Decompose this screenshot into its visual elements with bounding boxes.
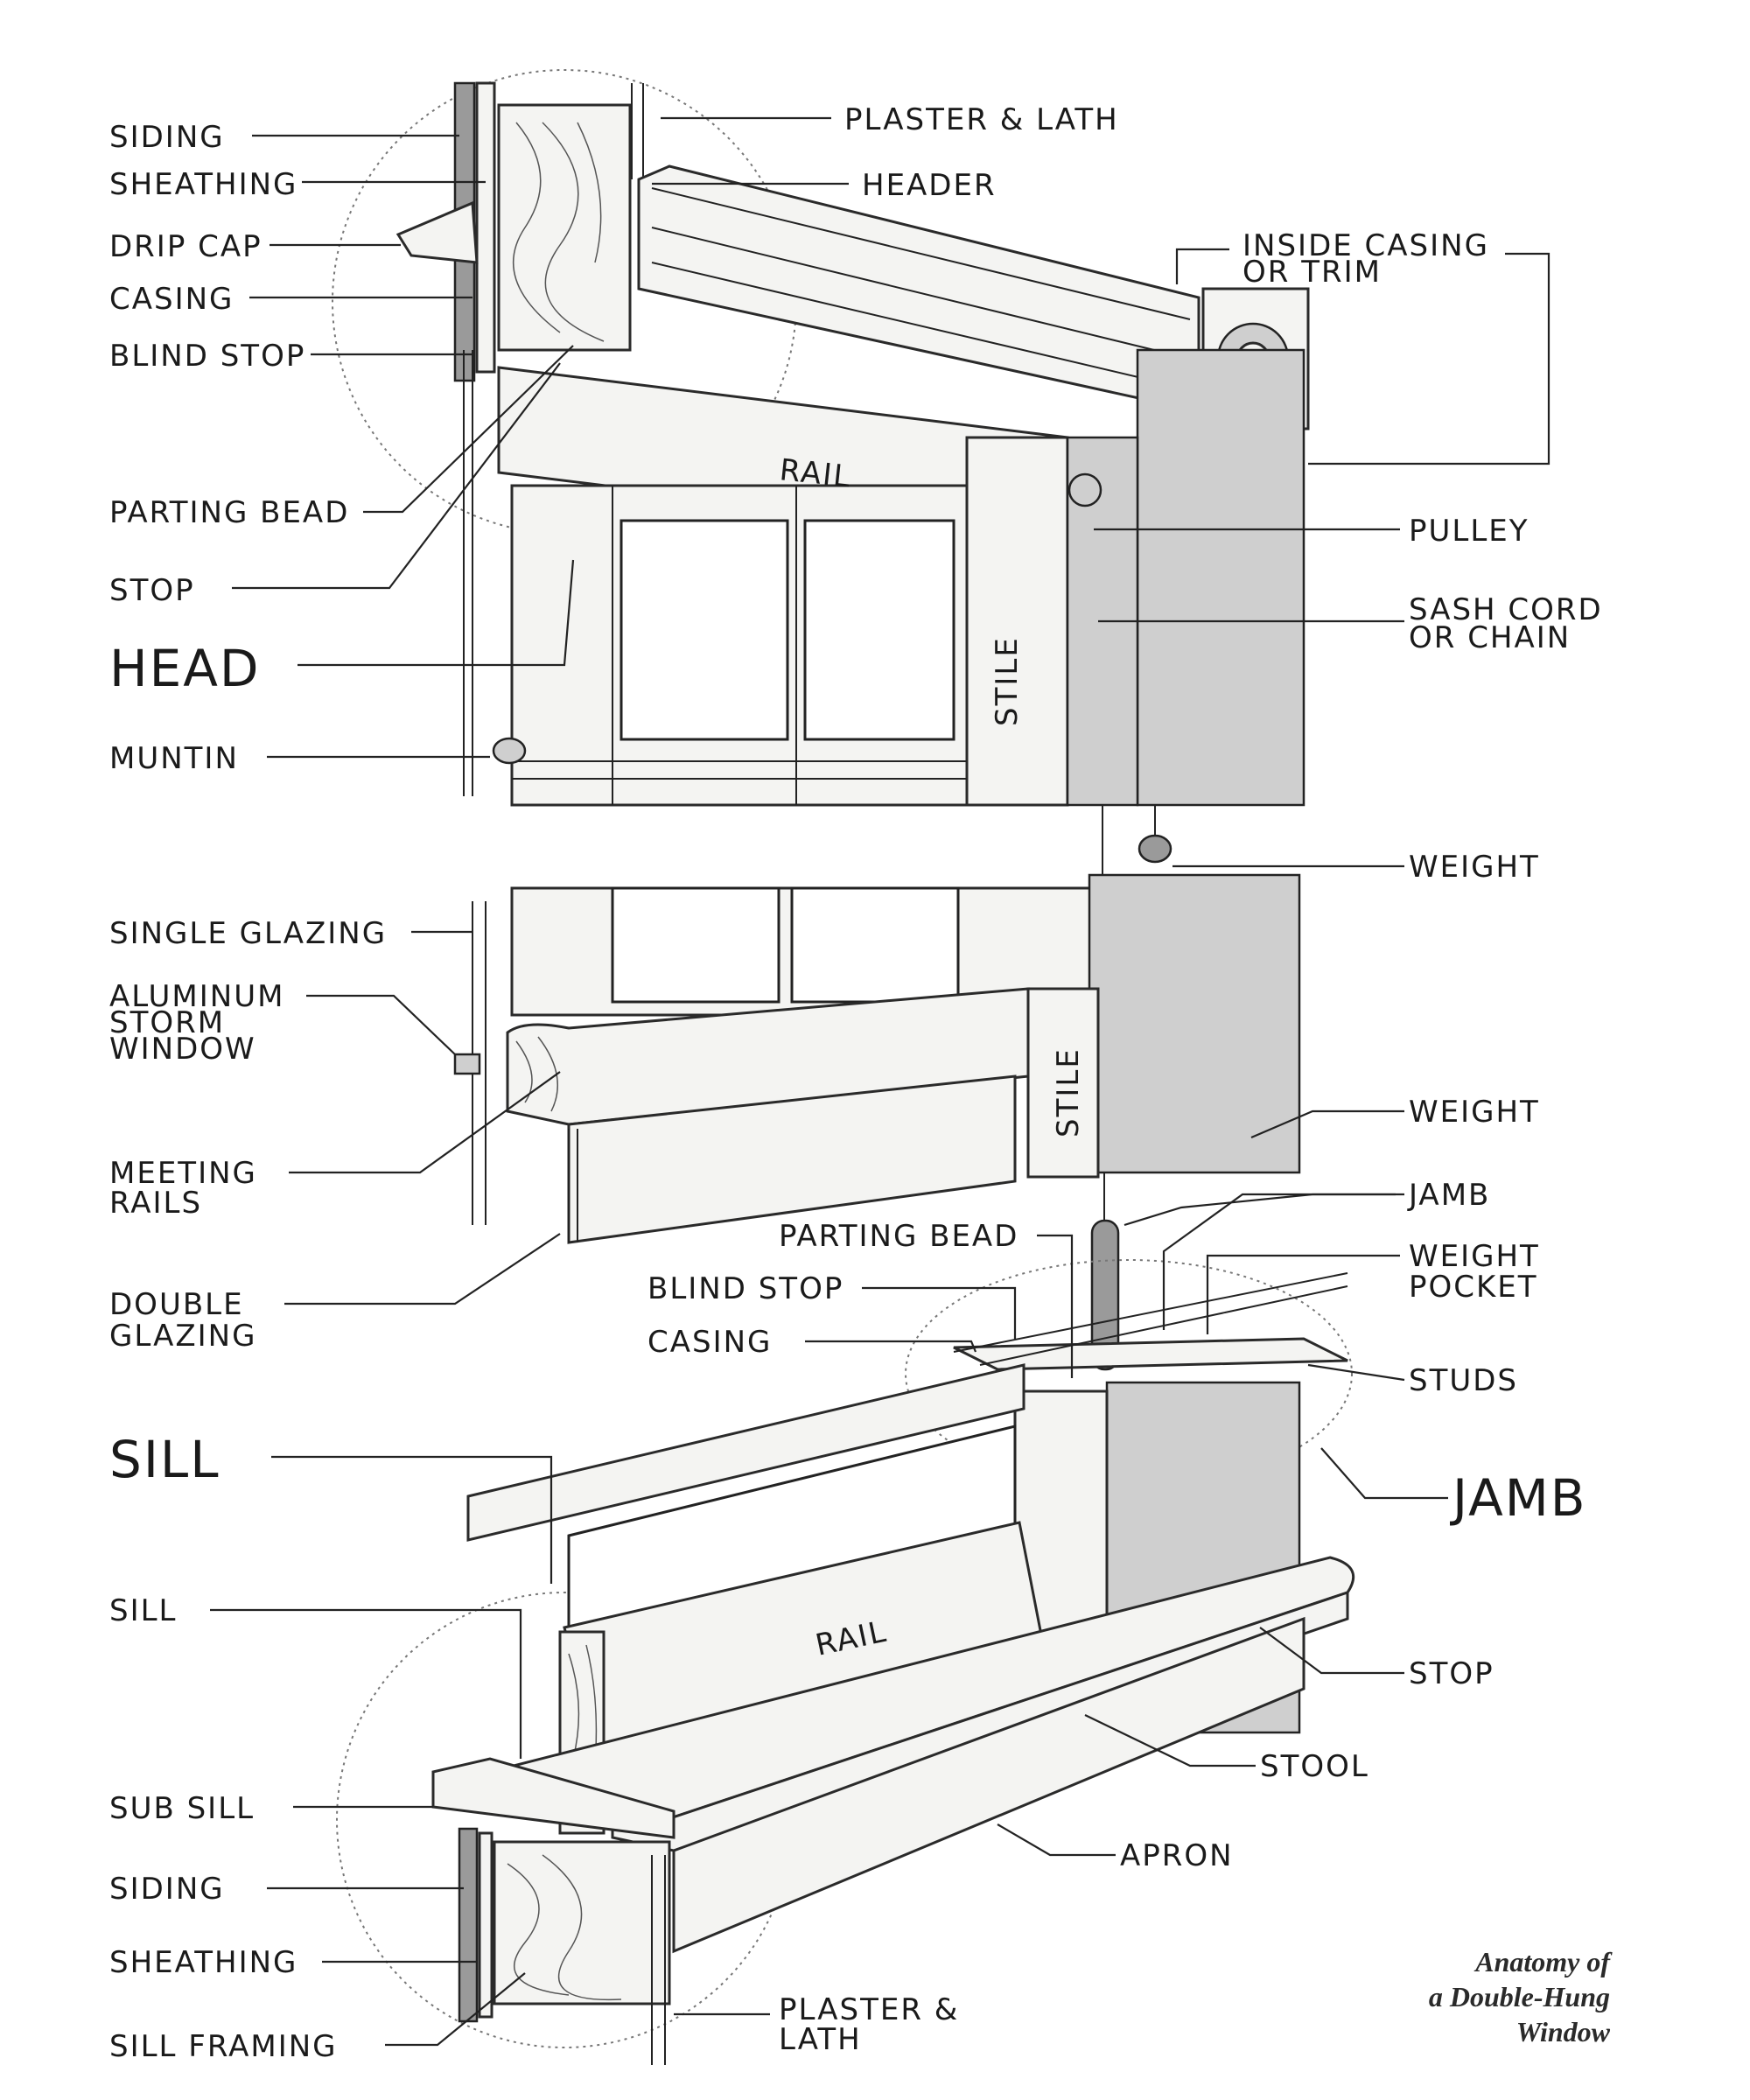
label-head: HEAD	[109, 639, 261, 698]
label-jamb-small: JAMB	[1407, 1178, 1490, 1213]
label-siding-top: SIDING	[109, 120, 225, 155]
sill-section	[336, 1259, 1355, 2065]
label-parting-bead-top: PARTING BEAD	[109, 495, 349, 530]
label-stile-top: STILE	[990, 636, 1025, 726]
label-meeting-1: MEETING	[109, 1156, 257, 1191]
label-casing-mid: CASING	[648, 1325, 772, 1360]
caption-line-3: Window	[1516, 2016, 1611, 2048]
label-drip-cap: DRIP CAP	[109, 229, 262, 264]
label-weight-pocket-1: WEIGHT	[1409, 1239, 1540, 1274]
label-sash-cord-2: OR CHAIN	[1409, 620, 1571, 655]
label-weight-pocket-2: POCKET	[1409, 1270, 1538, 1305]
label-stool: STOOL	[1260, 1749, 1369, 1784]
label-sill-large: SILL	[109, 1430, 220, 1489]
caption-line-1: Anatomy of	[1474, 1946, 1613, 1978]
label-double-2: GLAZING	[109, 1319, 256, 1354]
label-weight-2: WEIGHT	[1409, 1095, 1540, 1130]
label-aluminum-1: ALUMINUM	[109, 979, 284, 1014]
caption-line-2: a Double-Hung	[1429, 1981, 1610, 2012]
label-stop-bottom: STOP	[1409, 1656, 1494, 1691]
label-double-1: DOUBLE	[109, 1287, 244, 1322]
label-sub-sill: SUB SILL	[109, 1791, 255, 1826]
label-weight-1: WEIGHT	[1409, 850, 1540, 885]
label-sheathing-bottom: SHEATHING	[109, 1945, 298, 1980]
figure-caption: Anatomy of a Double-Hung Window	[1429, 1946, 1613, 2048]
head-section	[332, 69, 1310, 807]
label-rail-top: RAIL	[778, 452, 853, 494]
label-apron: APRON	[1120, 1838, 1234, 1873]
label-pulley: PULLEY	[1409, 514, 1530, 549]
label-sash-cord-1: SASH CORD	[1409, 592, 1603, 627]
label-casing-top: CASING	[109, 282, 234, 317]
label-siding-bottom: SIDING	[109, 1872, 225, 1907]
label-jamb-large: JAMB	[1450, 1468, 1587, 1528]
label-studs: STUDS	[1409, 1363, 1518, 1398]
label-aluminum-2: STORM	[109, 1005, 225, 1040]
label-plaster-lath-bottom-1: PLASTER &	[779, 1992, 959, 2027]
label-meeting-2: RAILS	[109, 1186, 202, 1221]
label-plaster-lath-top: PLASTER & LATH	[844, 102, 1119, 137]
label-stop-top: STOP	[109, 573, 195, 608]
leader-lines	[210, 116, 1550, 2047]
labels: SIDING SHEATHING DRIP CAP CASING BLIND S…	[109, 102, 1603, 2064]
label-single-glazing: SINGLE GLAZING	[109, 916, 387, 951]
label-blind-stop-mid: BLIND STOP	[648, 1271, 844, 1306]
label-sill-small: SILL	[109, 1593, 178, 1628]
label-plaster-lath-bottom-2: LATH	[779, 2022, 862, 2057]
label-inside-casing-1: INSIDE CASING	[1242, 228, 1489, 263]
label-muntin: MUNTIN	[109, 741, 239, 776]
label-inside-casing-2: OR TRIM	[1242, 255, 1382, 290]
label-parting-bead-mid: PARTING BEAD	[779, 1219, 1018, 1254]
meeting-rail-section	[453, 805, 1301, 1371]
label-stile-mid: STILE	[1051, 1047, 1086, 1138]
label-header: HEADER	[862, 168, 997, 203]
label-blind-stop-top: BLIND STOP	[109, 339, 305, 374]
label-sill-framing: SILL FRAMING	[109, 2029, 338, 2064]
label-aluminum-3: WINDOW	[109, 1032, 256, 1067]
label-sheathing-top: SHEATHING	[109, 167, 298, 202]
